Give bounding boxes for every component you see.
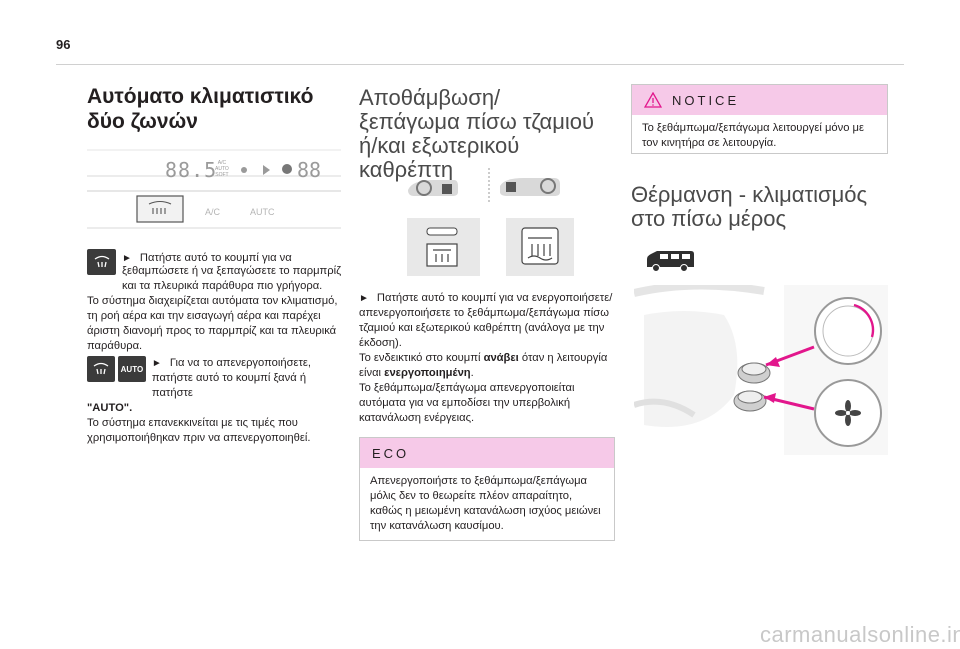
rear-defrost-text: ►Πατήστε αυτό το κουμπί για να ενεργοποι… — [359, 291, 615, 426]
rear-defrost-button-on — [506, 218, 574, 276]
column-rear-defrost: Αποθάμβωση/ξεπάγωμα πίσω τζαμιού ή/και ε… — [359, 86, 609, 182]
auto-quote: "AUTO". — [87, 402, 133, 414]
van-icon — [644, 250, 696, 274]
dual-zone-text: ►Πατήστε αυτό το κουμπί για να ξεθαμπώσε… — [87, 249, 343, 446]
notice-text: Το ξεθάμπωμα/ξεπάγωμα λειτουργεί μόνο με… — [642, 122, 864, 149]
rear-defrost-button-off — [407, 218, 480, 276]
notice-box: NOTICE Το ξεθάμπωμα/ξεπάγωμα λειτουργεί … — [631, 84, 888, 154]
rear-control-illustration — [634, 285, 888, 455]
eco-heading: ECO — [372, 445, 410, 461]
notice-heading-bar: NOTICE — [632, 85, 887, 115]
eco-text: Απενεργοποιήστε το ξεθάμπωμα/ξεπάγωμα μό… — [370, 475, 601, 532]
temp-display-left: 88.5 — [165, 158, 218, 182]
eco-box: ECO Απενεργοποιήστε το ξεθάμπωμα/ξεπάγωμ… — [359, 437, 615, 541]
dual-zone-para1-rest: ξεθαμπώσετε ή να ξεπαγώσετε το παρμπρίζ … — [122, 265, 342, 292]
dual-zone-line3: πατήστε αυτό το κουμπί ξανά ή πατήστε — [151, 372, 307, 399]
watermark: carmanualsonline.info — [760, 622, 960, 647]
rear-defrost-para3: Το ξεθάμπωμα/ξεπάγωμα απενεργοποιείται α… — [359, 382, 575, 424]
section-title-rear-heating: Θέρμανση - κλιματισμός στο πίσω μέρος — [631, 182, 868, 231]
section-title-rear-defrost: Αποθάμβωση/ξεπάγωμα πίσω τζαμιού ή/και ε… — [359, 85, 595, 182]
dual-zone-line1: ►Πατήστε αυτό το κουμπί για να — [122, 252, 292, 264]
auto-button-icon: AUTO — [117, 356, 146, 382]
dual-zone-para3: Το σύστημα επανεκκινείται με τις τιμές π… — [87, 417, 311, 444]
notice-heading: NOTICE — [672, 92, 740, 108]
rear-defrost-para2: Το ενδεικτικό στο κουμπί ανάβει όταν η λ… — [359, 352, 608, 379]
auto-button-label[interactable]: AUTC — [250, 207, 275, 217]
header-divider — [56, 64, 904, 65]
mirrors-illustration — [400, 166, 570, 206]
dual-zone-line2: ►Για να το απενεργοποιήσετε, — [151, 357, 311, 369]
column-rear-heating: Θέρμανση - κλιματισμός στο πίσω μέρος — [631, 183, 891, 231]
section-title-dual-zone: Αυτόματο κλιματιστικό δύο ζωνών — [87, 85, 314, 133]
dual-zone-para2: Το σύστημα διαχειρίζεται αυτόματα τον κλ… — [87, 295, 338, 352]
warning-triangle-icon — [644, 92, 662, 108]
temp-display-right: 88 — [297, 158, 322, 182]
column-dual-zone: Αυτόματο κλιματιστικό δύο ζωνών — [87, 84, 341, 134]
eco-heading-bar: ECO — [360, 438, 614, 468]
ac-button-label[interactable]: A/C — [205, 207, 221, 217]
windscreen-defrost-icon-2 — [87, 356, 115, 382]
windscreen-defrost-icon — [87, 249, 116, 275]
page-number: 96 — [56, 37, 71, 52]
rear-defrost-para1: ►Πατήστε αυτό το κουμπί για να ενεργοποι… — [359, 292, 613, 349]
